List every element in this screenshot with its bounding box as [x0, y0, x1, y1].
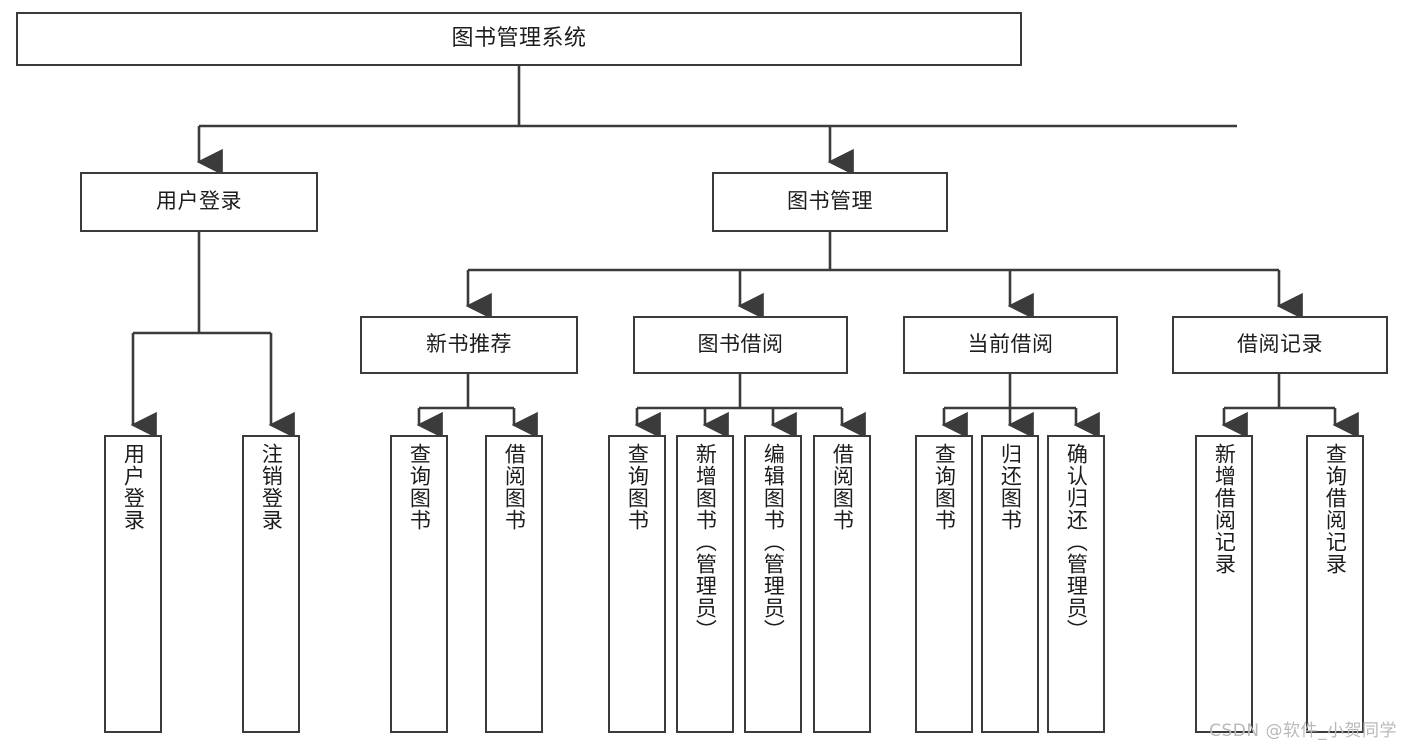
leaf-user-login-login[interactable]: 用户登录: [104, 435, 162, 733]
node-root-book-management-system[interactable]: 图书管理系统: [16, 12, 1022, 66]
leaf-label: 归还图书: [998, 443, 1023, 531]
node-new-book-recommend[interactable]: 新书推荐: [360, 316, 578, 374]
leaf-book-borrow-edit-book-admin[interactable]: 编辑图书（管理员）: [744, 435, 802, 733]
leaf-label: 新增借阅记录: [1212, 443, 1237, 575]
leaf-label: 查询借阅记录: [1323, 443, 1348, 575]
leaf-label: 借阅图书: [830, 443, 855, 531]
leaf-label: 注销登录: [259, 443, 284, 531]
leaf-new-book-borrow-book[interactable]: 借阅图书: [485, 435, 543, 733]
node-current-borrow[interactable]: 当前借阅: [903, 316, 1118, 374]
leaf-user-login-logout[interactable]: 注销登录: [242, 435, 300, 733]
leaf-label: 确认归还（管理员）: [1064, 443, 1089, 641]
leaf-label: 查询图书: [407, 443, 432, 531]
node-label: 借阅记录: [1237, 332, 1323, 357]
leaf-new-book-query-book[interactable]: 查询图书: [390, 435, 448, 733]
leaf-current-borrow-confirm-return-admin[interactable]: 确认归还（管理员）: [1047, 435, 1105, 733]
node-label: 新书推荐: [426, 332, 512, 357]
node-borrow-record[interactable]: 借阅记录: [1172, 316, 1388, 374]
leaf-label: 查询图书: [625, 443, 650, 531]
leaf-label: 编辑图书（管理员）: [761, 443, 786, 641]
leaf-label: 用户登录: [121, 443, 146, 531]
leaf-label: 新增图书（管理员）: [693, 443, 718, 641]
leaf-current-borrow-return-book[interactable]: 归还图书: [981, 435, 1039, 733]
node-label: 图书管理: [787, 189, 873, 214]
leaf-label: 查询图书: [932, 443, 957, 531]
node-label: 图书借阅: [697, 332, 784, 357]
node-label: 用户登录: [156, 189, 242, 214]
leaf-book-borrow-add-book-admin[interactable]: 新增图书（管理员）: [676, 435, 734, 733]
leaf-borrow-record-query-record[interactable]: 查询借阅记录: [1306, 435, 1364, 733]
node-book-management[interactable]: 图书管理: [712, 172, 948, 232]
leaf-label: 借阅图书: [502, 443, 527, 531]
node-user-login[interactable]: 用户登录: [80, 172, 318, 232]
leaf-borrow-record-add-record[interactable]: 新增借阅记录: [1195, 435, 1253, 733]
node-label: 图书管理系统: [451, 25, 587, 51]
leaf-book-borrow-borrow-book[interactable]: 借阅图书: [813, 435, 871, 733]
leaf-book-borrow-query-book[interactable]: 查询图书: [608, 435, 666, 733]
watermark-csdn: CSDN @软件_小贺同学: [1209, 721, 1397, 741]
leaf-current-borrow-query-book[interactable]: 查询图书: [915, 435, 973, 733]
node-label: 当前借阅: [967, 332, 1054, 357]
node-book-borrow[interactable]: 图书借阅: [633, 316, 848, 374]
